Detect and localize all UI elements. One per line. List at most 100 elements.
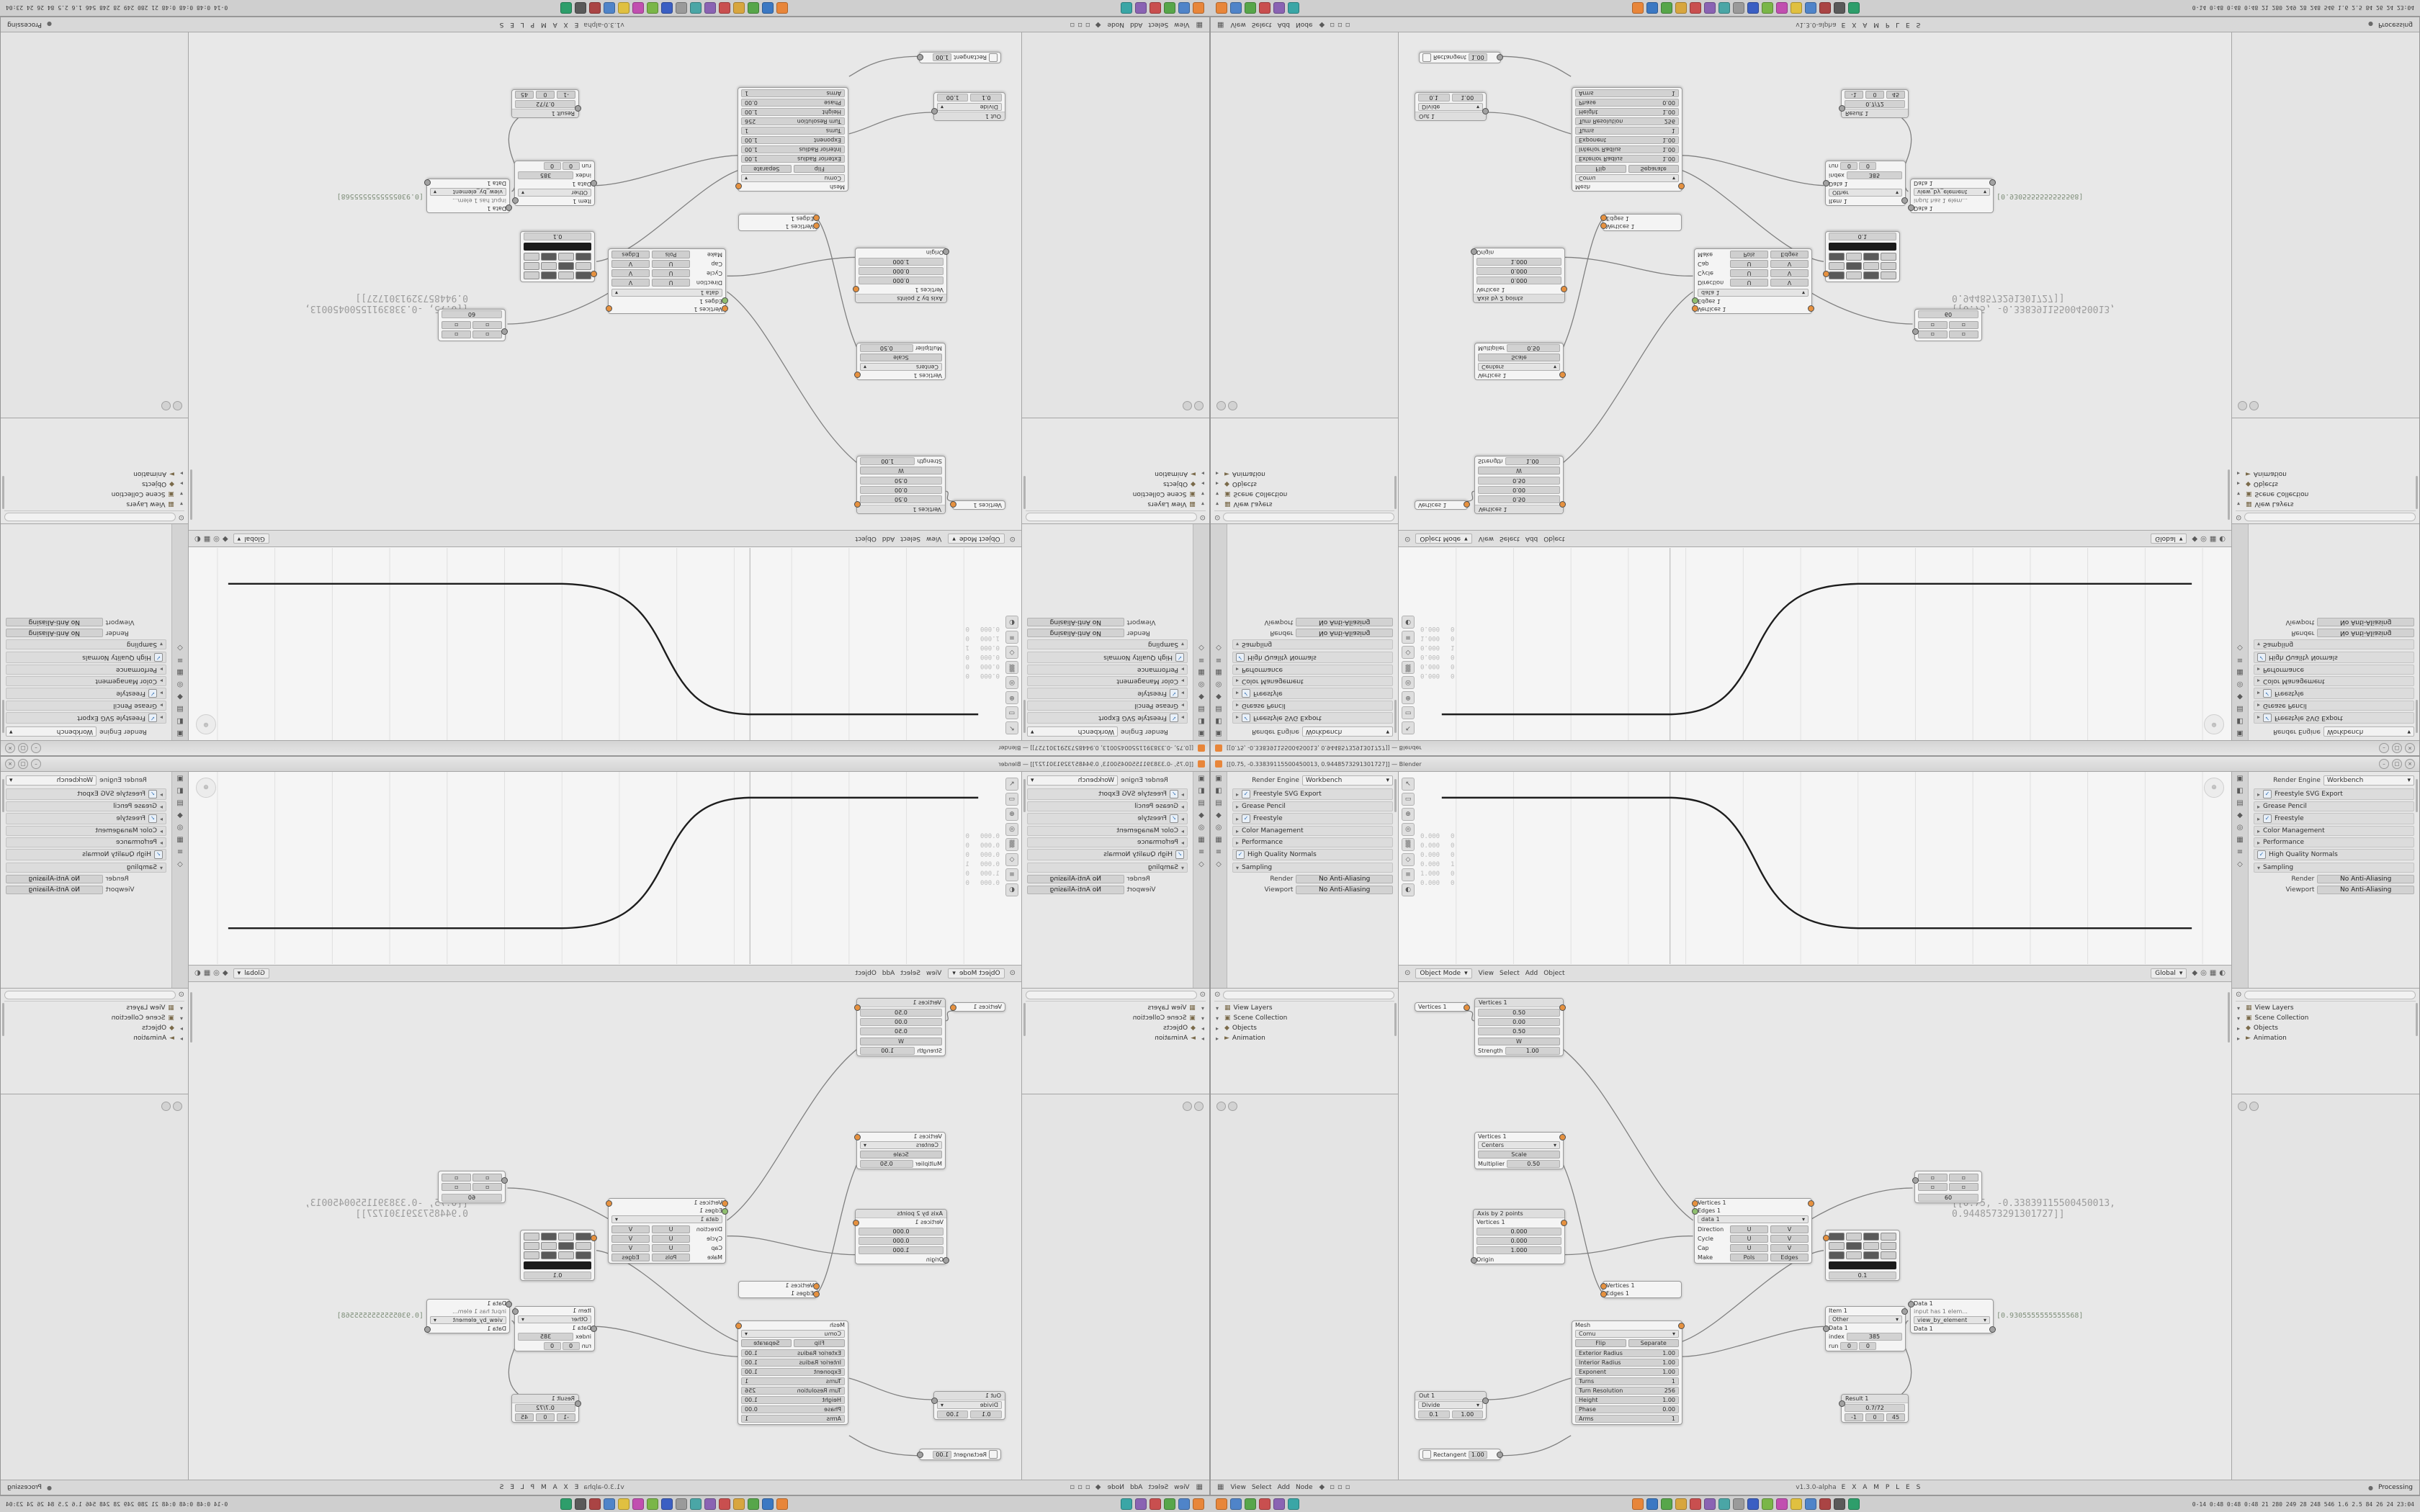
app-icon[interactable] (1193, 1498, 1204, 1510)
render-engine-dropdown[interactable]: Workbench ▾ (2323, 775, 2414, 786)
expand-arrow[interactable]: ▾ (179, 500, 183, 508)
w-toggle-button[interactable]: W (860, 467, 942, 474)
expand-arrow[interactable]: ▸ (179, 1035, 183, 1042)
number-field[interactable]: 0.000 (1476, 1237, 1561, 1245)
node-header[interactable]: Result 1 (512, 109, 578, 117)
toggle-button[interactable]: 45 (515, 1413, 534, 1421)
panel-header[interactable]: ▸Color Management (1027, 676, 1188, 686)
tool-icon[interactable]: ◆ (2192, 969, 2198, 977)
sampling-panel-header[interactable]: ▾ Sampling (1027, 639, 1188, 649)
checkbox[interactable]: ✓ (1242, 689, 1251, 698)
app-icon[interactable] (1121, 2, 1132, 14)
outliner-row[interactable]: ▾▣Scene Collection (1214, 1013, 1394, 1023)
panel-header[interactable]: ▸✓Freestyle (2254, 813, 2414, 824)
close-button[interactable]: × (2405, 759, 2415, 769)
toggle-button[interactable]: Edges (1770, 251, 1809, 258)
editor-type-icon[interactable]: ⊙ (1404, 969, 1411, 977)
checkbox[interactable]: ✓ (1169, 790, 1178, 798)
node-view-by-element[interactable]: Data 1 input has 1 elem... view_by_eleme… (424, 1299, 512, 1333)
toggle-button[interactable]: U (1730, 269, 1768, 277)
number-field[interactable]: 0.000 (1476, 1228, 1561, 1236)
result-field[interactable]: 0.7/72 (515, 1404, 575, 1412)
tool-icon[interactable]: ≡ (1005, 631, 1018, 644)
node-header[interactable]: Vertices 1 (857, 999, 945, 1007)
window-titlebar[interactable]: [[0.75, -0.33839115500450013, 0.94485732… (1211, 740, 2419, 755)
number-field[interactable]: 0.000 (859, 1237, 944, 1245)
checkbox[interactable] (989, 53, 998, 62)
toggle-cell[interactable] (1829, 253, 1845, 261)
outliner-scrollbar[interactable] (1394, 476, 1397, 509)
tool-icon[interactable]: ▫ (1330, 1483, 1335, 1491)
flip-toggle[interactable]: Flip (1575, 1339, 1626, 1347)
minimize-button[interactable]: – (31, 759, 41, 769)
close-button[interactable]: × (5, 743, 15, 753)
app-icon[interactable] (604, 1498, 616, 1510)
toggle-button[interactable]: ▫ (1918, 1183, 1948, 1191)
node-mini-grid[interactable]: ▫▫▫▫ 60 (1912, 309, 1982, 341)
socket[interactable] (512, 197, 519, 204)
socket[interactable] (575, 105, 581, 112)
high-quality-normals-row[interactable]: ✓ High Quality Normals (6, 849, 166, 860)
expand-arrow[interactable]: ▸ (1180, 678, 1184, 685)
tool-icon[interactable]: ◐ (2219, 969, 2226, 977)
expand-arrow[interactable]: ▸ (1236, 666, 1240, 673)
checkbox[interactable]: ✓ (154, 850, 163, 859)
app-icon[interactable] (1230, 2, 1242, 14)
toggle-button[interactable]: -1 (557, 91, 575, 99)
tool-icon[interactable]: ⊕ (1402, 808, 1415, 821)
toggle-cell[interactable] (1829, 1242, 1845, 1250)
app-icon[interactable] (762, 1498, 774, 1510)
separate-toggle[interactable]: Separate (1628, 1339, 1679, 1347)
toggle-button[interactable]: Edges (1770, 1254, 1809, 1261)
setting-value-dropdown[interactable]: No Anti-Aliasing (2317, 618, 2414, 626)
socket[interactable] (722, 1207, 728, 1215)
socket[interactable] (1823, 1235, 1829, 1241)
editor-type-icon[interactable]: ▦ (1217, 1483, 1224, 1491)
properties-scrollbar[interactable] (1023, 779, 1026, 812)
tool-icon[interactable]: ▦ (1215, 668, 1222, 676)
app-icon[interactable] (1288, 1498, 1299, 1510)
mode-dropdown[interactable]: Centers▾ (1478, 363, 1560, 371)
tool-icon[interactable]: ▫ (1337, 21, 1343, 29)
number-field[interactable]: 0.00 (860, 1018, 942, 1026)
tool-icon[interactable]: ◆ (1216, 811, 1222, 819)
outliner-row[interactable]: ▾▦View Layers (1214, 499, 1394, 509)
toggle-cell[interactable] (1846, 271, 1862, 279)
node-centers[interactable]: Vertices 1 Centers▾ Scale Multiplier 0.5… (1474, 1132, 1566, 1169)
socket[interactable] (1559, 501, 1566, 508)
mode-dropdown[interactable]: Centers▾ (860, 1141, 942, 1149)
tool-icon[interactable]: ◐ (194, 535, 201, 543)
panel-header[interactable]: ▸Grease Pencil (2254, 801, 2414, 811)
tool-icon[interactable]: ◇ (1198, 860, 1204, 868)
divide-dropdown[interactable]: Divide▾ (937, 1401, 1002, 1409)
socket[interactable] (1692, 1207, 1698, 1215)
expand-arrow[interactable]: ▸ (1236, 803, 1240, 810)
expand-arrow[interactable]: ▾ (1216, 490, 1219, 498)
app-icon[interactable] (589, 2, 601, 14)
tool-icon[interactable]: ▒ (1005, 661, 1018, 674)
tool-icon[interactable]: ▫ (1330, 21, 1335, 29)
tool-icon[interactable]: ◆ (2237, 693, 2243, 701)
checkbox[interactable]: ✓ (148, 714, 157, 722)
tool-icon[interactable]: ▦ (203, 535, 211, 543)
app-icon[interactable] (604, 2, 616, 14)
tool-icon[interactable]: ▤ (1215, 799, 1222, 807)
expand-arrow[interactable]: ▸ (1180, 827, 1184, 834)
toggle-button[interactable]: ▫ (1949, 1183, 1978, 1191)
toggle-button[interactable]: U (1730, 279, 1768, 287)
outliner-row[interactable]: ▸◆Objects (1026, 479, 1206, 489)
multiplier-field[interactable]: 0.50 (860, 1160, 913, 1168)
node-editor[interactable]: [[0.75, -0.33839115500450013, 0.94485732… (189, 32, 1021, 530)
mode-dropdown[interactable]: Other▾ (518, 1315, 591, 1323)
checkbox[interactable]: ✓ (148, 814, 157, 823)
toggle-cell[interactable] (524, 1251, 539, 1259)
panel-header[interactable]: ▸Color Management (6, 676, 166, 686)
app-icon[interactable] (1178, 1498, 1190, 1510)
